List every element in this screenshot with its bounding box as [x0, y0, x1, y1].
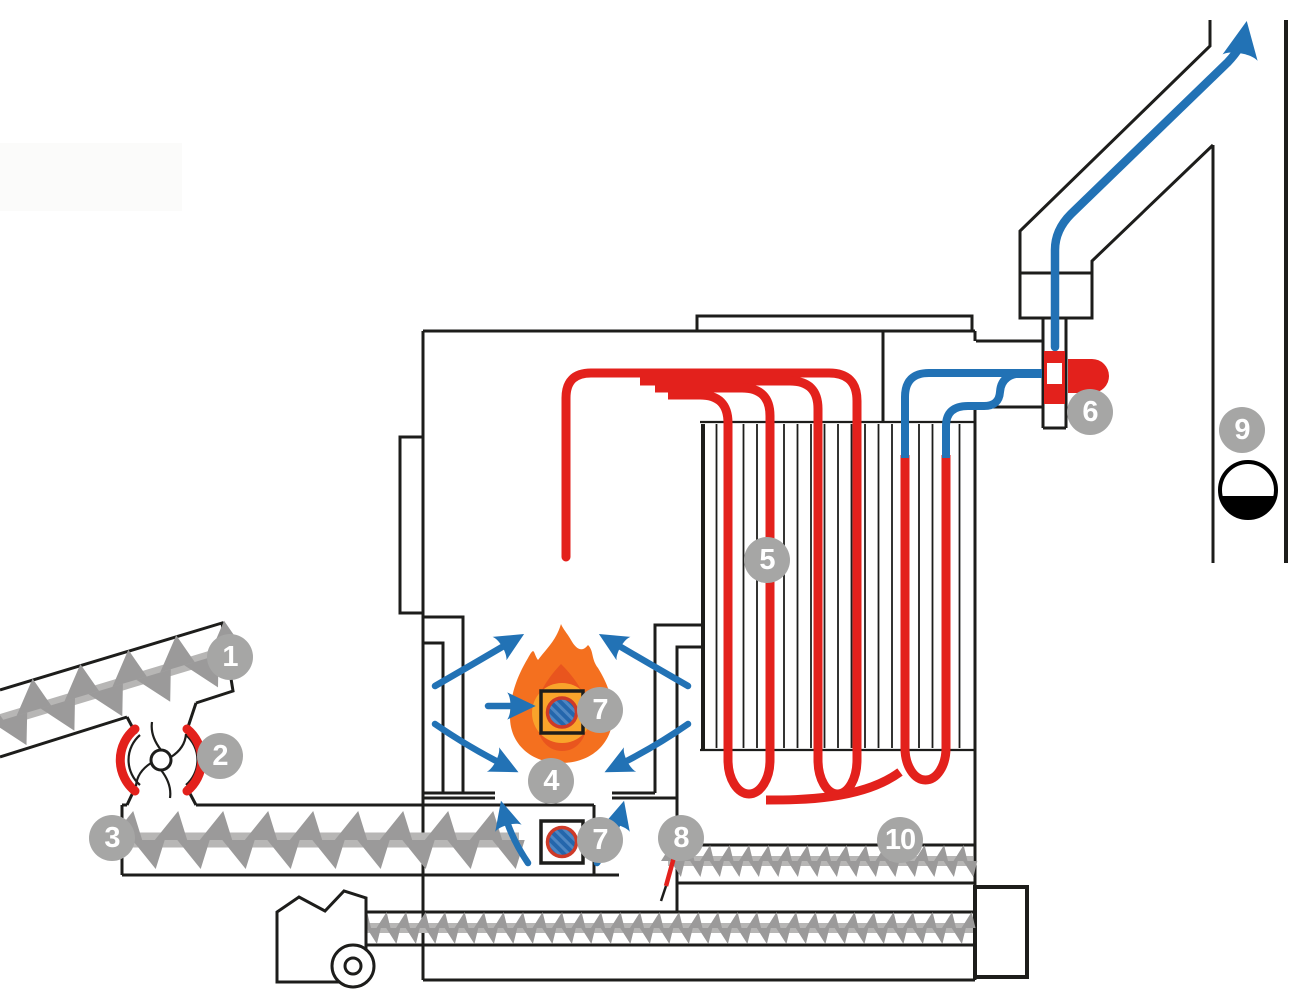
flue-fan — [1044, 351, 1109, 404]
rotary-valve — [115, 721, 207, 799]
callout-9-draft-regulator: 9 — [1219, 407, 1265, 453]
callout-6-flue-fan: 6 — [1067, 389, 1113, 435]
hopper-auger — [0, 620, 243, 746]
callout-5-heat-exchanger: 5 — [744, 537, 790, 583]
callout-3-stoker-auger: 3 — [89, 815, 135, 861]
burner-lower — [539, 819, 585, 865]
flue-gas-arrow — [1050, 20, 1258, 352]
ash-removal-auger — [318, 912, 976, 944]
auger-motor — [275, 889, 376, 989]
background-artifact — [0, 143, 182, 211]
callout-7-burner-lower: 7 — [577, 817, 623, 863]
callout-1-hopper-auger: 1 — [207, 634, 253, 680]
callout-8-igniter: 8 — [658, 815, 704, 861]
stoker-auger — [109, 811, 525, 869]
valve-seal-left — [115, 724, 140, 796]
burner-disc-lower — [545, 825, 579, 859]
burner-disc-upper — [545, 696, 579, 729]
callout-10-ash-auger: 10 — [877, 817, 923, 863]
draft-regulator-ball — [1218, 460, 1278, 520]
red-pipes — [561, 368, 951, 805]
deashing-auger — [661, 845, 978, 877]
blue-pipes — [901, 369, 1042, 458]
callout-7-burner-upper: 7 — [577, 687, 623, 733]
heat-exchanger-tubes — [715, 424, 961, 748]
callout-4-combustion-zone: 4 — [528, 758, 574, 804]
callout-2-rotary-valve: 2 — [197, 733, 243, 779]
air-flow-arrows — [431, 634, 692, 867]
